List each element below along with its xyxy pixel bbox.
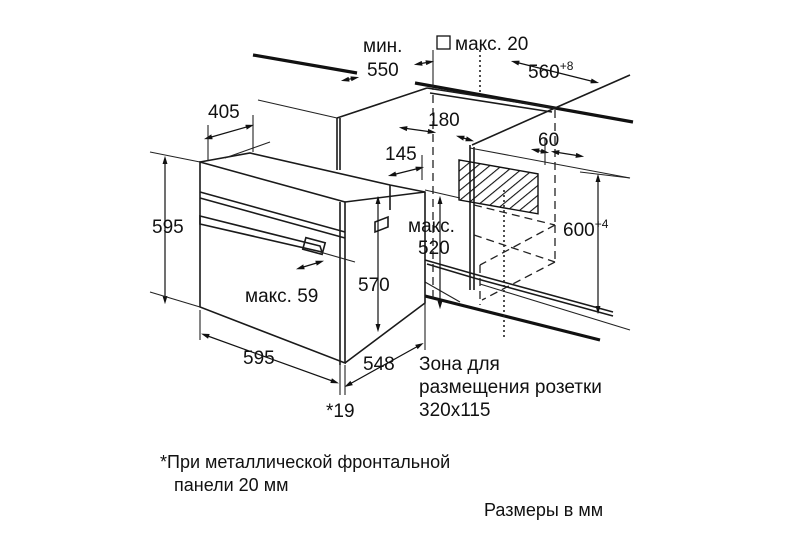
dim-max-59: макс. 59 xyxy=(245,286,318,307)
dim-550: 550 xyxy=(367,60,399,81)
socket-zone-line3: 320x115 xyxy=(419,400,491,421)
dim-595-height: 595 xyxy=(152,217,184,238)
socket-zone-hatch xyxy=(458,159,539,215)
units-note: Размеры в мм xyxy=(484,500,603,520)
dim-180: 180 xyxy=(428,110,460,131)
dim-520: 520 xyxy=(418,238,450,259)
square-symbol-icon xyxy=(436,35,451,50)
dim-60: 60 xyxy=(538,130,559,151)
socket-zone-line1: Зона для xyxy=(419,354,500,375)
cabinet-niche xyxy=(252,50,634,342)
min-label: мин. xyxy=(363,36,402,57)
dim-595-width: 595 xyxy=(243,348,275,369)
dim-405: 405 xyxy=(208,102,240,123)
socket-zone-line2: размещения розетки xyxy=(419,377,602,398)
dim-600: 600+4 xyxy=(563,217,609,241)
dim-570: 570 xyxy=(358,275,390,296)
dimension-lines xyxy=(149,50,631,395)
dimension-labels: мин. 550 макс. 20 560+8 405 180 60 145 5… xyxy=(152,34,609,422)
dim-star-19: *19 xyxy=(326,401,355,422)
footnote-line2: панели 20 мм xyxy=(174,475,288,495)
notes: *При металлической фронтальной панели 20… xyxy=(160,452,603,520)
dim-145: 145 xyxy=(385,144,417,165)
dim-548: 548 xyxy=(363,354,395,375)
dim-max-20: макс. 20 xyxy=(455,34,528,55)
footnote-line1: *При металлической фронтальной xyxy=(160,452,450,472)
dim-560: 560+8 xyxy=(528,59,574,83)
oven xyxy=(199,141,426,365)
max-label: макс. xyxy=(408,216,455,237)
